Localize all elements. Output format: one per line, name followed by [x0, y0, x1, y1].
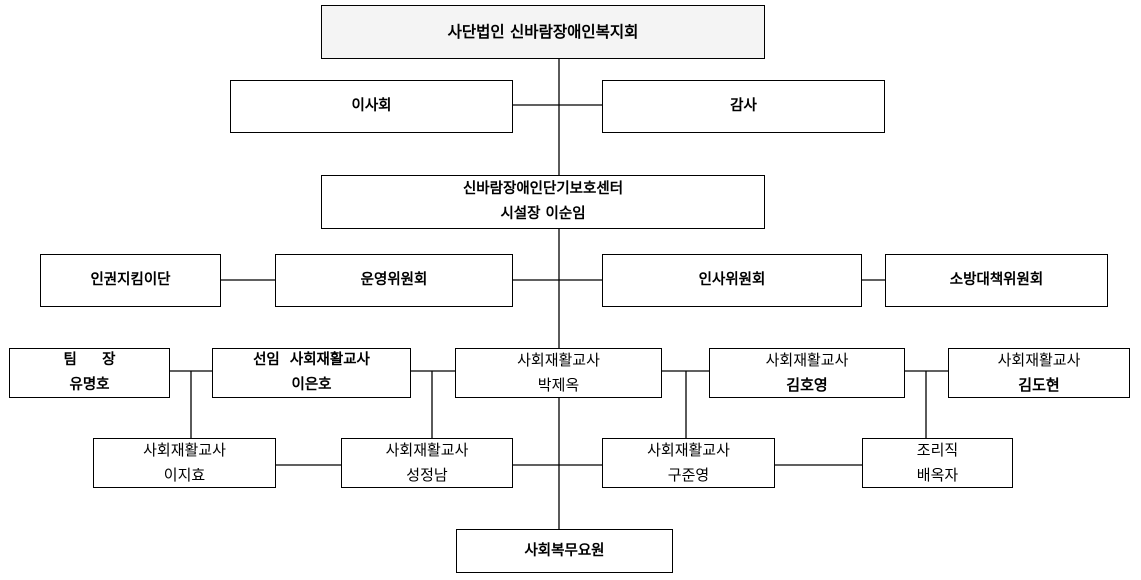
operations-committee-label: 운영위원회	[360, 272, 428, 288]
team-leader-box: 팀 장 유명호	[9, 348, 170, 398]
cook-title: 조리직	[916, 441, 959, 459]
personnel-committee-label: 인사위원회	[698, 272, 766, 288]
teacher-sung-title: 사회재활교사	[385, 441, 469, 459]
board-box: 이사회	[230, 80, 513, 133]
center-director: 시설장 이순임	[500, 206, 586, 222]
team-leader-name: 유명호	[69, 377, 110, 393]
center-box: 신바람장애인단기보호센터 시설장 이순임	[321, 175, 765, 229]
fire-committee-box: 소방대책위원회	[885, 254, 1108, 307]
teacher-gu-name: 구준영	[667, 466, 710, 484]
senior-teacher-name: 이은호	[291, 377, 332, 393]
teacher-kim-hy-box: 사회재활교사 김호영	[709, 348, 905, 398]
corporation-box: 사단법인 신바람장애인복지회	[321, 5, 765, 59]
teacher-park-name: 박제옥	[537, 376, 580, 394]
team-leader-title: 팀 장	[63, 352, 116, 368]
teacher-kim-hy-title: 사회재활교사	[765, 351, 849, 369]
corporation-name: 사단법인 신바람장애인복지회	[447, 22, 639, 41]
cook-box: 조리직 배옥자	[862, 438, 1013, 488]
human-rights-label: 인권지킴이단	[90, 272, 171, 288]
service-staff-box: 사회복무요원	[456, 529, 673, 573]
center-name: 신바람장애인단기보호센터	[462, 181, 624, 197]
teacher-lee-title: 사회재활교사	[143, 441, 226, 459]
teacher-sung-box: 사회재활교사 성정남	[341, 438, 513, 488]
senior-teacher-box: 선임 사회재활교사 이은호	[212, 348, 411, 398]
teacher-lee-box: 사회재활교사 이지효	[93, 438, 276, 488]
audit-box: 감사	[602, 80, 885, 133]
teacher-kim-dh-name: 김도현	[1018, 376, 1060, 394]
personnel-committee-box: 인사위원회	[602, 254, 862, 307]
teacher-sung-name: 성정남	[406, 466, 448, 484]
teacher-gu-box: 사회재활교사 구준영	[602, 438, 775, 488]
teacher-kim-hy-name: 김호영	[786, 376, 828, 394]
teacher-kim-dh-title: 사회재활교사	[997, 351, 1081, 369]
board-label: 이사회	[351, 98, 392, 114]
human-rights-box: 인권지킴이단	[40, 254, 221, 307]
teacher-kim-dh-box: 사회재활교사 김도현	[948, 348, 1130, 398]
service-staff-label: 사회복무요원	[524, 542, 605, 559]
senior-teacher-title: 선임 사회재활교사	[253, 352, 370, 368]
teacher-gu-title: 사회재활교사	[647, 441, 730, 459]
audit-label: 감사	[730, 98, 757, 114]
fire-committee-label: 소방대책위원회	[949, 272, 1044, 288]
teacher-lee-name: 이지효	[163, 466, 206, 484]
teacher-park-title: 사회재활교사	[517, 351, 600, 369]
cook-name: 배옥자	[916, 466, 959, 484]
operations-committee-box: 운영위원회	[275, 254, 513, 307]
teacher-park-box: 사회재활교사 박제옥	[455, 348, 662, 398]
